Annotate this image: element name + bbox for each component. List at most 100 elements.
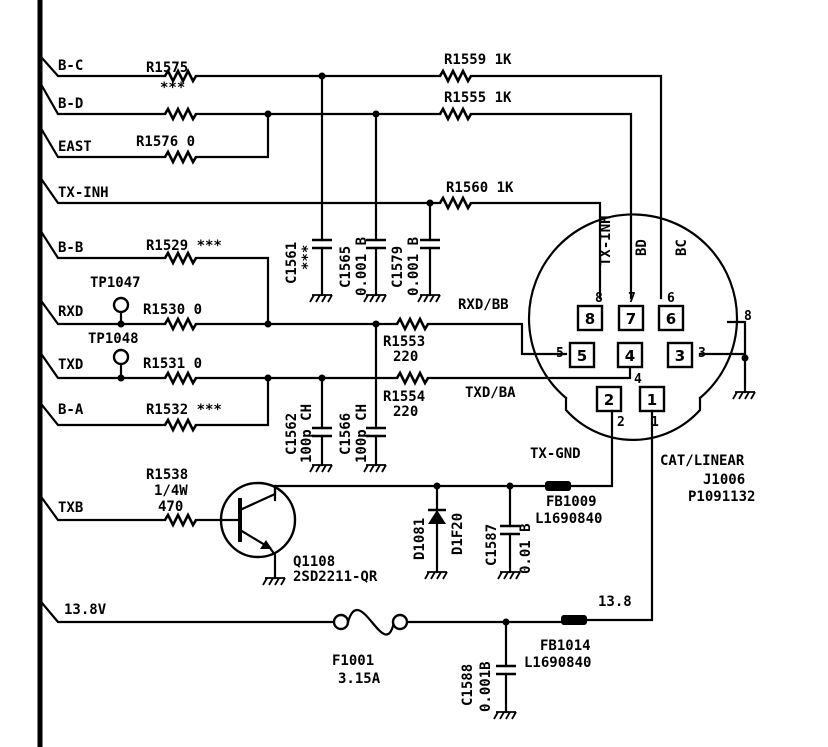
ground-icon — [309, 464, 333, 473]
pin-8-tab-label: 8 — [744, 309, 752, 324]
signal-east-label: EAST — [58, 139, 92, 155]
tp1047-icon — [112, 296, 130, 314]
c1561-label: C1561 — [284, 242, 300, 284]
ground-icon — [424, 571, 448, 580]
r1576-label: R1576 0 — [136, 134, 195, 150]
pin-5-ext-label: 5 — [556, 346, 564, 361]
net-txb — [40, 496, 240, 528]
connector-part: P1091132 — [688, 489, 755, 505]
connector-ref: J1006 — [703, 472, 745, 488]
r1538-value: 470 — [158, 499, 183, 515]
c1579-value: 0.001 B — [406, 237, 422, 296]
cap-c1587 — [497, 484, 521, 580]
ground-icon — [417, 294, 441, 303]
fuse-f1001-label: F1001 — [332, 653, 374, 669]
ground-icon — [732, 391, 756, 400]
fb1014-part: L1690840 — [524, 655, 591, 671]
pin-1-num: 1 — [647, 391, 657, 409]
signal-txb-label: TXB — [58, 500, 83, 516]
pin-6-box — [657, 304, 685, 332]
net-east — [40, 112, 270, 165]
txgnd-wire — [570, 409, 614, 488]
ground-icon — [363, 294, 387, 303]
pin-3-box — [666, 341, 694, 369]
cap-c1566 — [363, 322, 387, 473]
r1560-label: R1560 1K — [446, 180, 514, 196]
cap-c1562 — [309, 376, 333, 473]
ground-icon — [363, 464, 387, 473]
r1553-label: R1553 — [383, 334, 425, 350]
fuse-f1001-value: 3.15A — [338, 671, 381, 687]
c1587-value: 0.01 B — [518, 523, 534, 574]
fb1014-label: FB1014 — [540, 638, 591, 654]
net-bc — [40, 56, 663, 300]
r1553-value: 220 — [393, 349, 418, 365]
pin-2-ext-label: 2 — [617, 415, 625, 430]
q1108-label: Q1108 — [293, 554, 335, 570]
transistor-q1108 — [219, 481, 297, 586]
fb1009-label: FB1009 — [546, 494, 597, 510]
pin-4-num: 4 — [625, 347, 635, 365]
cap-c1561 — [309, 74, 333, 303]
signal-bc-label: B-C — [58, 58, 83, 74]
r1530-label: R1530 0 — [143, 302, 202, 318]
fb1014-icon — [561, 615, 587, 625]
net-13v8 — [40, 601, 563, 720]
diode-d1081 — [424, 484, 448, 580]
r1538-power: 1/4W — [154, 483, 188, 499]
r1559-label: R1559 1K — [444, 52, 512, 68]
pin-6-ext-label: 6 — [667, 291, 675, 306]
rail-13v8-label: 13.8 — [598, 594, 632, 610]
cap-c1565 — [363, 112, 387, 303]
connector-name: CAT/LINEAR — [660, 453, 745, 469]
c1587-label: C1587 — [484, 524, 500, 566]
pin-4-ext-label: 4 — [634, 372, 642, 387]
r1575-value: *** — [160, 80, 185, 96]
net-txinh — [40, 178, 602, 300]
c1588-label: C1588 — [460, 664, 476, 706]
q1108-type: 2SD2211-QR — [293, 569, 378, 585]
signal-bd-label: B-D — [58, 96, 83, 112]
conn-txinh-label: TX-INH — [598, 215, 614, 266]
c1565-value: 0.001 B — [354, 237, 370, 296]
pin-3-ext-label: 3 — [698, 346, 706, 361]
connector-j1006 — [527, 213, 756, 442]
pin-8-num: 8 — [585, 310, 595, 328]
pin-4-box — [616, 341, 644, 369]
pin-8-box — [576, 304, 604, 332]
net-ba — [40, 376, 270, 433]
c1579-label: C1579 — [390, 246, 406, 288]
ground-icon — [493, 711, 517, 720]
tp1048-icon — [112, 348, 130, 366]
fb1009-icon — [545, 481, 571, 491]
fb1009-part: L1690840 — [535, 511, 602, 527]
conn-bc-label: BC — [674, 239, 690, 256]
pin-5-num: 5 — [577, 347, 587, 365]
conn-bd-label: BD — [634, 239, 650, 256]
tp1047-label: TP1047 — [90, 275, 141, 291]
r1529-label: R1529 *** — [146, 238, 222, 254]
collector-wire — [273, 484, 547, 502]
ground-icon — [262, 577, 286, 586]
ground-icon — [497, 571, 521, 580]
c1566-label: C1566 — [338, 413, 354, 455]
conn-txdba-label: TXD/BA — [465, 385, 516, 401]
r1575-label: R1575 — [146, 60, 188, 76]
signal-ba-label: B-A — [58, 402, 84, 418]
c1562-value: 100p CH — [299, 404, 315, 463]
pin1-13v8-wire — [583, 409, 654, 622]
signal-txd-label: TXD — [58, 357, 83, 373]
r1555-label: R1555 1K — [444, 90, 512, 106]
r1554-label: R1554 — [383, 389, 425, 405]
d1081-label: D1081 — [412, 518, 428, 560]
tp1048-label: TP1048 — [88, 331, 139, 347]
r1538-label: R1538 — [146, 467, 188, 483]
signal-bb-label: B-B — [58, 240, 83, 256]
r1532-label: R1532 *** — [146, 402, 222, 418]
signal-13v8-label: 13.8V — [64, 602, 107, 618]
cap-c1579 — [417, 201, 441, 303]
c1566-value: 100p CH — [354, 404, 370, 463]
c1588-value: 0.001B — [478, 661, 494, 712]
pin-7-num: 7 — [626, 310, 636, 328]
